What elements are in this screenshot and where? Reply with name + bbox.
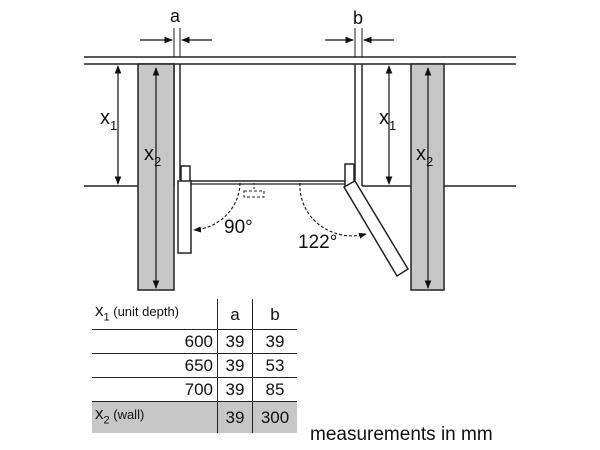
angle-arc-right: [299, 182, 367, 239]
wall-a-cell: 39: [217, 401, 253, 433]
table-wall-row: x2 (wall) 39 300: [92, 401, 297, 433]
units-footnote: measurements in mm: [310, 424, 493, 445]
table-row: 600 39 39: [92, 329, 297, 355]
angle-arc-left: [193, 182, 241, 233]
x2-right-label: x2: [416, 143, 433, 169]
row-b-cell: 85: [252, 377, 297, 403]
table-row: 650 39 53: [92, 353, 297, 379]
row-x1-cell: 600: [92, 329, 218, 355]
dim-b-label: b: [353, 8, 363, 28]
table-row: 700 39 85: [92, 377, 297, 403]
x1-right-label: x1: [379, 107, 396, 133]
x2-left-label: x2: [144, 143, 161, 169]
row-b-cell: 39: [252, 329, 297, 355]
header-x1-cell: x1 (unit depth): [92, 299, 218, 331]
table-header-row: x1 (unit depth) a b: [92, 299, 297, 331]
wall-b-cell: 300: [252, 401, 297, 433]
row-a-cell: 39: [217, 353, 253, 379]
x1-left-label: x1: [100, 107, 117, 133]
row-a-cell: 39: [217, 377, 253, 403]
wall-x2-cell: x2 (wall): [92, 401, 218, 433]
header-b-cell: b: [252, 299, 297, 331]
angle-right-label: 122°: [298, 232, 337, 253]
row-x1-cell: 700: [92, 377, 218, 403]
row-a-cell: 39: [217, 329, 253, 355]
angle-left-label: 90°: [224, 217, 253, 238]
dimensions-table: x1 (unit depth) a b 600 39 39 650 39 53 …: [92, 299, 297, 433]
header-a-cell: a: [217, 299, 253, 331]
handle-dashed: [243, 190, 265, 198]
door-right-open: [342, 179, 410, 278]
dim-a-label: a: [170, 6, 181, 26]
door-left-open: [177, 180, 192, 254]
row-b-cell: 53: [252, 353, 297, 379]
row-x1-cell: 650: [92, 353, 218, 379]
installation-diagram: a b x1 x2 x1 x2 90° 122°: [84, 6, 516, 291]
